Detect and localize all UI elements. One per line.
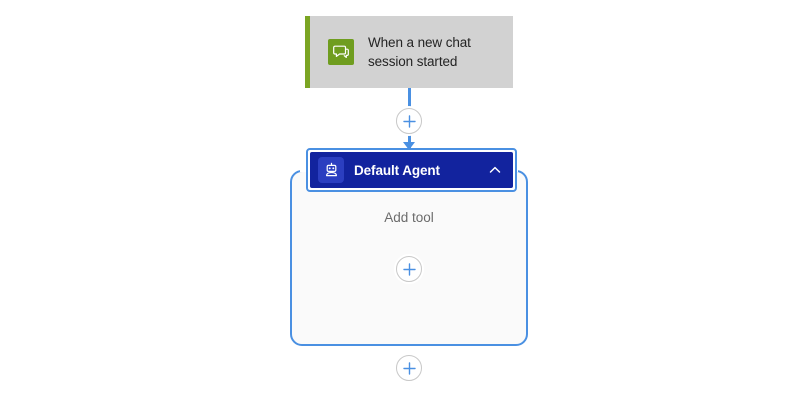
chat-bubble-icon <box>328 39 354 65</box>
chevron-up-icon[interactable] <box>487 162 503 178</box>
agent-title: Default Agent <box>354 162 440 178</box>
agent-node-selected-ring: Default Agent <box>306 148 517 192</box>
robot-icon <box>318 157 344 183</box>
agent-node-header[interactable]: Default Agent <box>310 152 513 188</box>
add-tool-label: Add tool <box>384 210 434 225</box>
add-node-button-connector[interactable] <box>396 108 422 134</box>
add-tool-button[interactable] <box>396 256 422 282</box>
add-node-button-bottom[interactable] <box>396 355 422 381</box>
plus-icon <box>402 361 416 375</box>
arrow-down-icon <box>403 142 415 150</box>
trigger-label: When a new chat session started <box>368 35 471 69</box>
plus-icon <box>402 262 416 276</box>
trigger-node[interactable]: When a new chat session started <box>305 16 513 88</box>
plus-icon <box>402 114 416 128</box>
